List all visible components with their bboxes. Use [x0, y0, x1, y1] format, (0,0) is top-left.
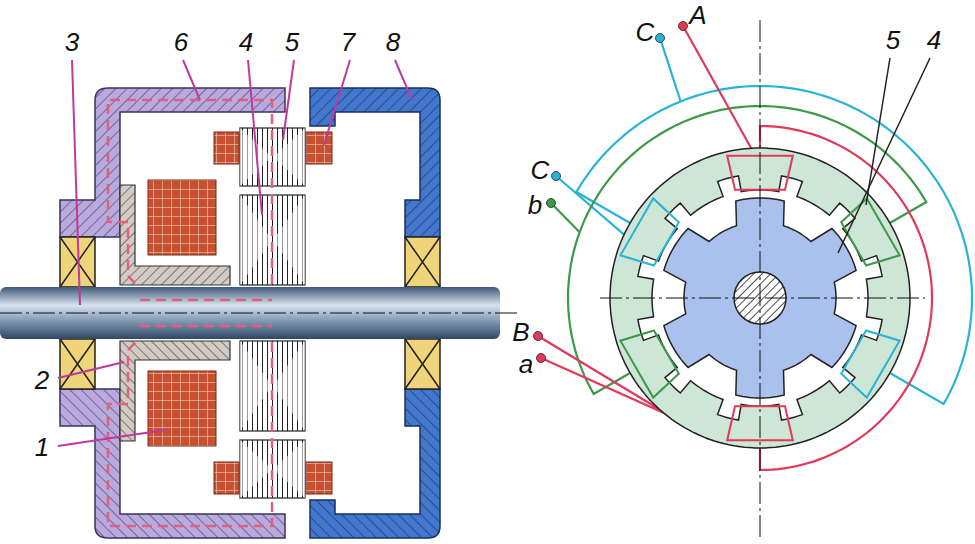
axis-lines	[600, 20, 925, 540]
winding-leads	[538, 26, 972, 470]
excitation-coil	[148, 180, 216, 255]
callout-number: 1	[35, 434, 49, 460]
flux-path	[108, 100, 272, 300]
terminal-label: a	[519, 351, 533, 377]
magnetic-bushing	[120, 185, 230, 285]
callout-number: 5	[886, 27, 900, 53]
callout-number: 3	[65, 29, 79, 55]
terminal-label: B	[512, 319, 529, 345]
terminal-label: C	[636, 19, 655, 45]
flux-path	[140, 300, 272, 326]
machine-half-section	[60, 88, 440, 300]
callout-number: 7	[341, 29, 355, 55]
callout-number: 4	[239, 29, 253, 55]
axis-line	[0, 313, 520, 314]
leader-lines	[838, 58, 930, 253]
stator-winding	[214, 132, 239, 164]
terminal-label: A	[689, 2, 706, 28]
stator-winding	[306, 132, 332, 164]
callout-number: 5	[285, 29, 299, 55]
rotor-stack	[240, 195, 305, 285]
callout-number: 2	[35, 367, 49, 393]
callout-number: 4	[927, 27, 941, 53]
callout-number: 6	[174, 29, 188, 55]
terminal-label: b	[528, 192, 542, 218]
leader-lines	[58, 60, 412, 446]
terminal-label: C	[531, 157, 550, 183]
callout-number: 8	[386, 29, 400, 55]
terminal-dots	[534, 22, 688, 363]
